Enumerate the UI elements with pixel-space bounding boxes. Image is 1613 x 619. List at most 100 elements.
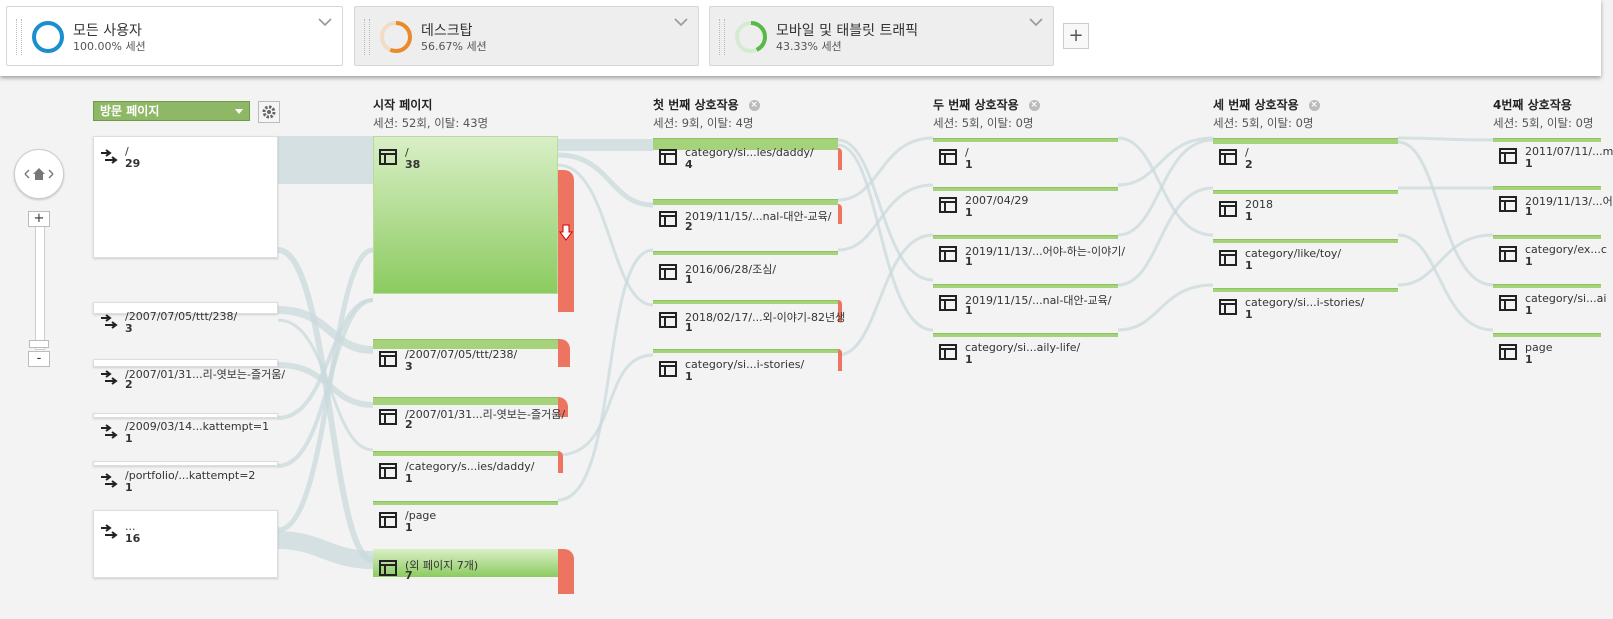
segment-ring-icon (32, 21, 64, 53)
node-label: 2016/06/28/조심/ (685, 263, 777, 276)
page-icon (1499, 246, 1517, 262)
node-label: /category/s...ies/daddy/ (405, 460, 535, 473)
landing-arrow-icon (101, 424, 118, 439)
node-count: 2 (405, 418, 413, 431)
zoom-slider[interactable] (35, 223, 45, 350)
page-icon (379, 512, 397, 528)
page-icon (379, 351, 397, 367)
start-node-bar[interactable] (373, 397, 558, 405)
interaction-node-bar[interactable] (1493, 235, 1601, 239)
node-count: 1 (1525, 255, 1533, 268)
interaction-node-bar[interactable] (653, 300, 838, 304)
start-node-block[interactable] (373, 549, 558, 577)
close-icon[interactable]: × (1028, 100, 1040, 111)
node-label: 2019/11/13/...어야-하는-이야기/ (965, 245, 1126, 258)
add-segment-button[interactable]: + (1063, 23, 1089, 49)
node-count: 1 (965, 255, 973, 268)
page-icon (1499, 148, 1517, 164)
interaction-node-bar[interactable] (1213, 190, 1398, 194)
interaction-node-bar[interactable] (653, 251, 838, 255)
node-count: 2 (125, 378, 133, 391)
dropoff-bar[interactable] (558, 549, 574, 594)
node-label: category/si...ies/daddy/ (685, 146, 814, 159)
segment-ring-icon (380, 21, 412, 53)
close-icon[interactable]: × (748, 100, 760, 111)
start-node-block[interactable] (373, 136, 558, 294)
node-count: 1 (965, 353, 973, 366)
start-node-bar[interactable] (373, 339, 558, 349)
landing-node-box[interactable] (93, 413, 278, 418)
dropoff-bar[interactable] (838, 349, 842, 371)
segment-mobile-tablet[interactable]: 모바일 및 태블릿 트래픽 43.33% 세션 (709, 6, 1054, 66)
dropoff-bar[interactable] (558, 451, 563, 473)
column-header-third: 세 번째 상호작용× 세션: 5회, 이탈: 0명 (1213, 96, 1320, 131)
drag-handle-icon[interactable] (364, 19, 370, 55)
page-icon (379, 463, 397, 479)
interaction-node-bar[interactable] (933, 284, 1118, 288)
node-count: 3 (125, 322, 133, 335)
chevron-down-icon[interactable] (318, 17, 332, 27)
chevron-down-icon[interactable] (674, 17, 688, 27)
page-icon (379, 409, 397, 425)
interaction-node-bar[interactable] (933, 187, 1118, 191)
interaction-node-bar[interactable] (1493, 186, 1601, 190)
node-count: 7 (405, 569, 413, 582)
node-label: / (965, 146, 969, 159)
pan-control[interactable] (14, 149, 64, 199)
interaction-node-bar[interactable] (1213, 138, 1398, 144)
close-icon[interactable]: × (1308, 100, 1320, 111)
interaction-node-bar[interactable] (653, 349, 838, 353)
dropoff-bar[interactable] (558, 339, 570, 367)
dropoff-bar[interactable] (558, 397, 568, 417)
start-node-bar[interactable] (373, 451, 558, 456)
interaction-node-bar[interactable] (1493, 138, 1601, 142)
zoom-in-button[interactable]: + (28, 211, 50, 227)
interaction-node-bar[interactable] (1213, 239, 1398, 243)
interaction-node-bar[interactable] (653, 138, 838, 150)
zoom-out-button[interactable]: - (28, 351, 50, 367)
segment-all-users[interactable]: 모든 사용자 100.00% 세션 (6, 6, 343, 66)
settings-button[interactable] (258, 101, 280, 123)
interaction-node-bar[interactable] (1493, 284, 1601, 288)
landing-arrow-icon (101, 473, 118, 488)
column-title: 두 번째 상호작용 (933, 98, 1019, 112)
interaction-node-bar[interactable] (933, 235, 1118, 239)
interaction-node-bar[interactable] (653, 199, 838, 205)
zoom-slider-handle[interactable] (29, 340, 49, 348)
landing-node-box[interactable] (93, 302, 278, 314)
page-icon (939, 295, 957, 311)
home-icon[interactable] (15, 150, 63, 198)
dropoff-bar[interactable] (838, 204, 842, 224)
interaction-node-bar[interactable] (933, 333, 1118, 337)
page-icon (1219, 201, 1237, 217)
dropoff-bar[interactable] (838, 300, 842, 322)
interaction-node-bar[interactable] (1493, 333, 1601, 337)
drag-handle-icon[interactable] (16, 19, 22, 55)
node-label: category/si...aily-life/ (965, 341, 1081, 354)
node-label: 2018/02/17/...외-이야기-82년생 (685, 311, 846, 324)
node-label: category/ex...c (1525, 243, 1607, 256)
landing-node-box[interactable] (93, 359, 278, 367)
node-count: 1 (1525, 205, 1533, 218)
node-label: /2009/03/14...kattempt=1 (125, 420, 270, 433)
drag-handle-icon[interactable] (719, 19, 725, 55)
start-node-bar[interactable] (373, 501, 558, 505)
landing-node-box[interactable] (93, 136, 278, 258)
dropoff-bar[interactable] (838, 148, 842, 170)
dimension-dropdown[interactable]: 방문 페이지 (93, 101, 250, 121)
page-icon (379, 149, 397, 165)
node-label: page (1525, 341, 1553, 354)
page-icon (939, 197, 957, 213)
interaction-node-bar[interactable] (933, 138, 1118, 142)
node-count: 3 (405, 360, 413, 373)
segment-desktop[interactable]: 데스크탑 56.67% 세션 (354, 6, 699, 66)
landing-node-box[interactable] (93, 461, 278, 466)
node-count: 1 (1525, 157, 1533, 170)
column-stats: 세션: 5회, 이탈: 0명 (1213, 116, 1314, 130)
column-stats: 세션: 52회, 이탈: 43명 (373, 116, 489, 130)
interaction-node-bar[interactable] (1213, 288, 1398, 292)
chevron-down-icon[interactable] (1029, 17, 1043, 27)
node-count: 1 (405, 472, 413, 485)
dropoff-bar[interactable] (558, 170, 574, 312)
landing-node-box[interactable] (93, 510, 278, 578)
